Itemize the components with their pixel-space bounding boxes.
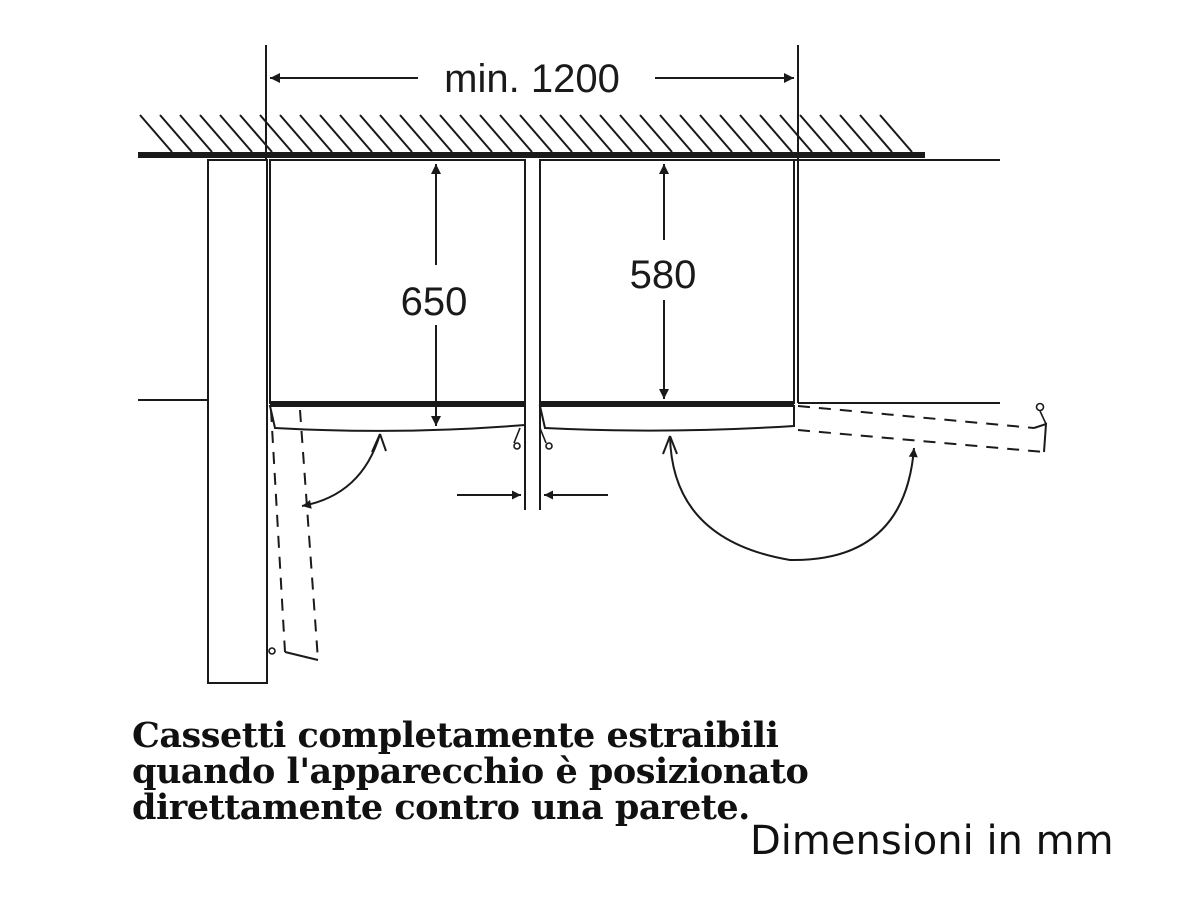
left-depth-label: 650 xyxy=(401,280,468,324)
hatch-stroke xyxy=(819,114,853,153)
hatch-stroke xyxy=(799,114,833,153)
hatch-stroke xyxy=(659,114,693,153)
left-door-open-outline xyxy=(270,409,319,661)
right-appliance xyxy=(538,159,1048,453)
hatch-stroke xyxy=(619,114,653,153)
appliance-gap xyxy=(457,160,608,510)
hatch-stroke xyxy=(319,114,353,153)
right-open-hinge-arm xyxy=(1039,410,1047,425)
width-label: min. 1200 xyxy=(444,57,620,101)
hatch-stroke xyxy=(199,114,233,153)
left-hinge-arm xyxy=(513,427,521,444)
left-side-cabinet xyxy=(138,159,268,684)
hatch-stroke xyxy=(139,114,173,153)
hatch-stroke xyxy=(479,114,513,153)
right-door-open-outline xyxy=(797,405,1045,453)
right-open-hinge-icon xyxy=(1035,402,1045,412)
hatch-stroke xyxy=(179,114,213,153)
hatch-stroke xyxy=(539,114,573,153)
left-door-open-edge xyxy=(284,651,319,661)
hatch-stroke xyxy=(299,114,333,153)
right-depth-label: 580 xyxy=(630,253,697,297)
hatch-stroke xyxy=(599,114,633,153)
hatch-stroke xyxy=(839,114,873,153)
hatch-stroke xyxy=(559,114,593,153)
side-panel xyxy=(207,159,268,684)
units-note: Dimensioni in mm xyxy=(750,818,1114,864)
hatch-stroke xyxy=(419,114,453,153)
width-dimension xyxy=(265,45,799,160)
back-wall xyxy=(138,114,1000,161)
hatch-stroke xyxy=(639,114,673,153)
wall-hatching xyxy=(139,114,913,153)
caption-line-1: Cassetti completamente estraibili xyxy=(132,715,779,756)
left-swing-arc-start xyxy=(371,433,387,453)
hatch-stroke xyxy=(579,114,613,153)
hatch-stroke xyxy=(399,114,433,153)
left-swing-arc xyxy=(301,433,381,509)
left-appliance-body xyxy=(269,159,526,404)
hatch-stroke xyxy=(879,114,913,153)
hatch-stroke xyxy=(719,114,753,153)
hatch-stroke xyxy=(859,114,893,153)
right-door xyxy=(538,405,795,432)
hatch-stroke xyxy=(679,114,713,153)
hatch-stroke xyxy=(779,114,813,153)
hatch-stroke xyxy=(359,114,393,153)
right-door-open-edge xyxy=(1033,422,1048,453)
caption-line-2: quando l'apparecchio è posizionato xyxy=(132,751,809,792)
left-door xyxy=(268,405,526,432)
hatch-stroke xyxy=(339,114,373,153)
right-swing-arc-start xyxy=(662,435,678,455)
hatch-stroke xyxy=(699,114,733,153)
hatch-stroke xyxy=(259,114,293,153)
right-swing-arc xyxy=(669,435,918,562)
right-hinge-arm xyxy=(539,427,547,444)
hatch-stroke xyxy=(379,114,413,153)
hatch-stroke xyxy=(439,114,473,153)
hatch-stroke xyxy=(519,114,553,153)
caption-line-3: direttamente contro una parete. xyxy=(132,787,750,828)
hatch-stroke xyxy=(239,114,273,153)
hatch-stroke xyxy=(499,114,533,153)
left-appliance xyxy=(268,159,526,661)
hatch-stroke xyxy=(739,114,773,153)
hatch-stroke xyxy=(219,114,253,153)
hatch-stroke xyxy=(459,114,493,153)
left-hinge-icon xyxy=(513,442,521,450)
caption: Cassetti completamente estraibili quando… xyxy=(132,718,832,826)
hatch-stroke xyxy=(159,114,193,153)
left-open-hinge-icon xyxy=(268,647,276,655)
right-hinge-icon xyxy=(545,442,553,450)
hatch-stroke xyxy=(759,114,793,153)
hatch-stroke xyxy=(279,114,313,153)
